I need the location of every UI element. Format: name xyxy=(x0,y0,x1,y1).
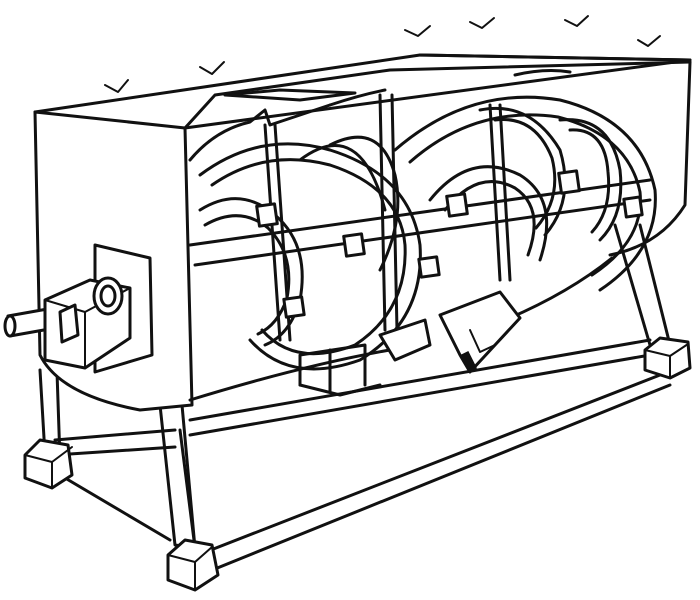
discharge-gate xyxy=(378,290,522,374)
bearing-icon xyxy=(43,243,154,374)
frame-foot-right xyxy=(643,336,692,380)
support-frame xyxy=(38,223,672,577)
ribbon-agitator-icon xyxy=(198,93,657,371)
lid-studs xyxy=(104,15,661,93)
frame-foot-front xyxy=(166,538,220,592)
frame-foot-left xyxy=(23,438,74,490)
